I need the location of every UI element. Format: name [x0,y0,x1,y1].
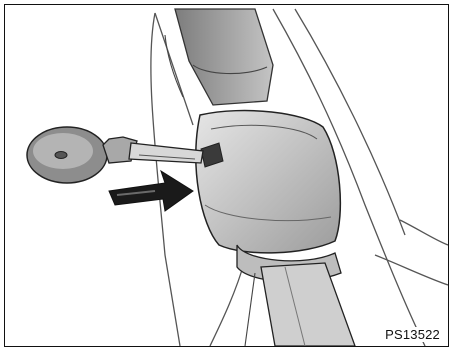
key-icon [27,127,203,183]
insert-arrow-icon [109,171,193,211]
buckle-icon [196,111,341,282]
seat-belt-key-illustration [5,5,448,346]
figure-code-label: PS13522 [383,327,442,342]
illustration-frame: PS13522 [4,4,449,347]
